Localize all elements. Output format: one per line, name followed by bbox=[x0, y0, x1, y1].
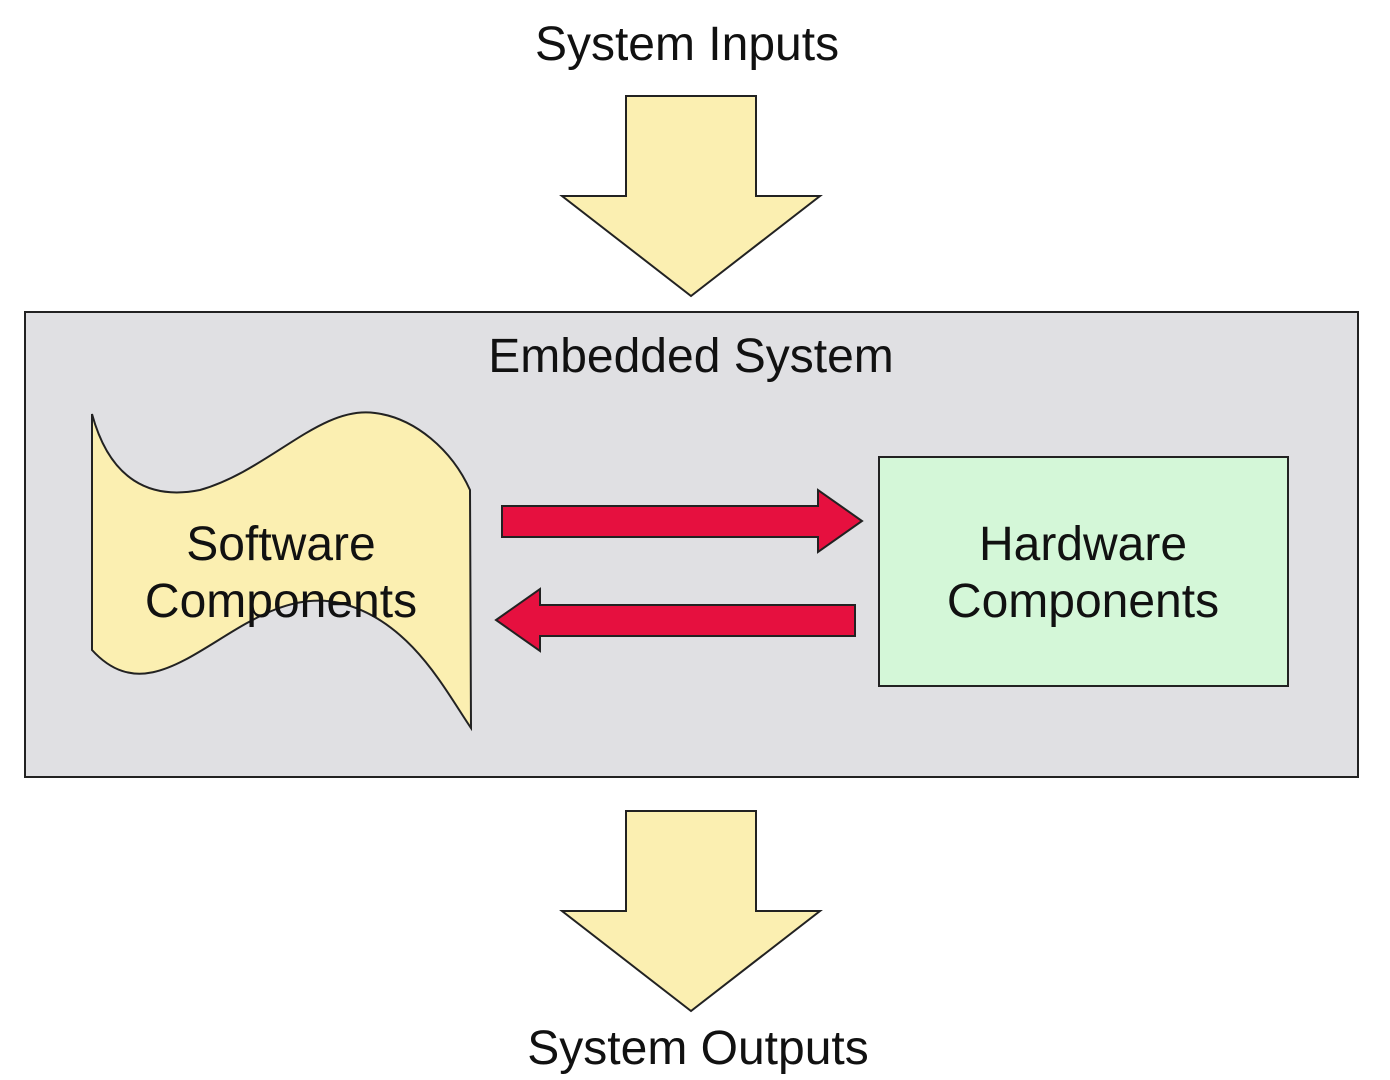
hardware-components-box bbox=[878, 456, 1289, 687]
hardware-to-software-arrow bbox=[494, 587, 856, 653]
system-outputs-label: System Outputs bbox=[527, 1022, 868, 1075]
software-to-hardware-arrow bbox=[501, 488, 864, 554]
hardware-components-label-line1: Hardware bbox=[979, 518, 1187, 571]
system-inputs-label: System Inputs bbox=[535, 18, 839, 71]
software-components-label-line2: Components bbox=[145, 575, 417, 628]
software-components-label-line1: Software bbox=[186, 518, 375, 571]
output-arrow bbox=[559, 810, 823, 1013]
input-arrow bbox=[559, 95, 823, 298]
embedded-system-label: Embedded System bbox=[488, 330, 894, 383]
hardware-components-label-line2: Components bbox=[947, 575, 1219, 628]
software-components-shape bbox=[91, 411, 473, 732]
